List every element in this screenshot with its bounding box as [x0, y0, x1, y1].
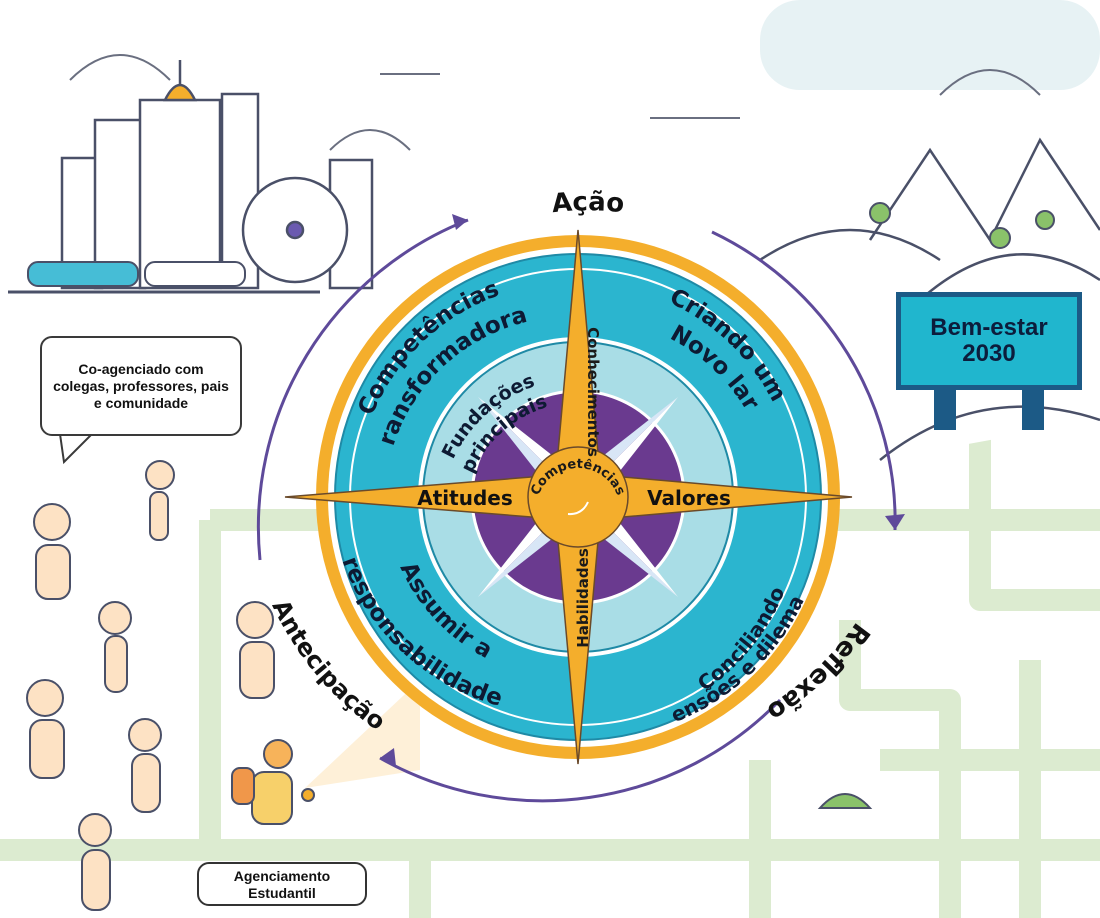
- hill: [919, 253, 1100, 301]
- cloud-outline: [939, 69, 1041, 96]
- student-agency-tag: Agenciamento Estudantil: [197, 862, 367, 906]
- tag-line2: Estudantil: [248, 885, 316, 901]
- sign-post: [1022, 388, 1044, 430]
- label-north: Ação: [551, 187, 626, 219]
- arrow-heads: [380, 214, 905, 766]
- green-paths: [0, 420, 1100, 918]
- speech-bubble-tail: [58, 433, 95, 465]
- compass-star: [284, 229, 853, 765]
- star-center: [527, 446, 629, 548]
- wellbeing-sign: Bem-estar 2030: [896, 292, 1082, 390]
- sky-panel: [760, 0, 1100, 90]
- city-skyline: [60, 60, 374, 290]
- arm-label-west: Atitudes: [417, 486, 512, 510]
- hill: [879, 405, 1100, 461]
- svg-text:Ação: Ação: [551, 187, 626, 219]
- arrow-anticipation-to-action: [256, 218, 469, 561]
- mountains: [868, 137, 1100, 243]
- cloud-outline: [329, 129, 411, 151]
- train: [27, 261, 139, 287]
- tag-line1: Agenciamento: [233, 868, 331, 884]
- arrow-action-to-reflection: [711, 230, 897, 531]
- hill: [759, 228, 941, 262]
- people-group: [26, 460, 293, 911]
- arm-label-east: Valores: [647, 486, 731, 510]
- speech-bubble: Co-agenciado com colegas, professores, p…: [40, 336, 242, 436]
- sign-post: [934, 388, 956, 430]
- sign-line2: 2030: [962, 340, 1016, 367]
- center-glint: [567, 501, 589, 516]
- arm-label-north: Conhecimentos: [584, 327, 602, 457]
- sign-line1: Bem-estar: [930, 314, 1048, 341]
- cloud-outline: [69, 54, 171, 81]
- backpack: [231, 767, 255, 805]
- arrow-reflection-to-anticipation: [379, 698, 782, 803]
- arm-label-south: Habilidades: [574, 548, 592, 648]
- compass-small: [301, 788, 315, 802]
- trees: [817, 202, 1055, 809]
- train: [144, 261, 246, 287]
- speech-bubble-text: Co-agenciado com colegas, professores, p…: [53, 360, 229, 411]
- cycle-arrows: [256, 218, 897, 803]
